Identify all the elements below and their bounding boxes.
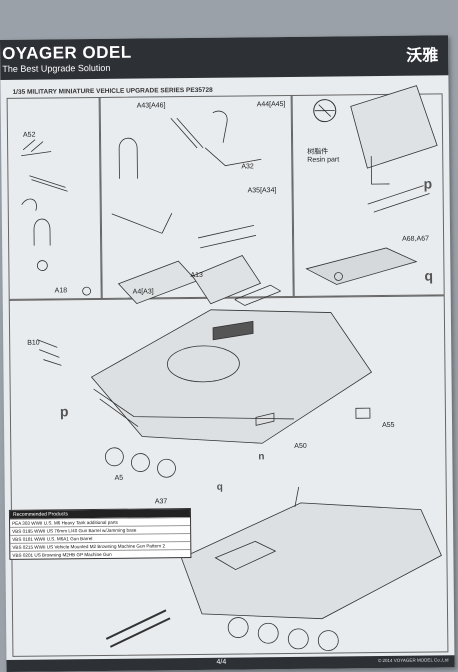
label-a55: A55 [382,421,395,430]
label-a68: A68,A67 [402,235,430,243]
line-art [21,85,442,651]
reference-products-table: Recommended Products PEA 303 WWII U.S. M… [8,508,192,560]
label-a13: A13 [190,271,203,280]
label-p-main: p [59,403,69,420]
table-row: VBS 0201 US Browning M2HB GP Machine Gun [10,549,191,559]
label-a4: A4[A3] [132,288,154,296]
copyright: © 2014 VOYAGER MODEL Co.,Ltd [377,657,449,664]
label-a18: A18 [54,287,68,295]
label-q-main: q [216,481,223,493]
label-q-top: q [424,267,434,284]
label-resin-en: Resin part [307,156,340,164]
label-a44: A44[A45] [256,101,286,109]
label-a52: A52 [22,131,36,139]
label-p-top: p [423,175,433,192]
label-resin-cn: 树脂件 [307,147,329,156]
label-a5: A5 [114,474,124,482]
label-b10: B10 [27,339,40,347]
page-number: 4/4 [216,658,227,666]
label-a50: A50 [294,442,307,450]
label-a32: A32 [241,163,254,171]
label-a37: A37 [154,498,168,506]
instruction-sheet: OYAGER ODEL The Best Upgrade Solution 沃雅… [0,35,455,672]
label-a35: A35[A34] [247,187,277,195]
label-a43: A43[A46] [136,102,166,110]
label-n: n [258,451,265,463]
